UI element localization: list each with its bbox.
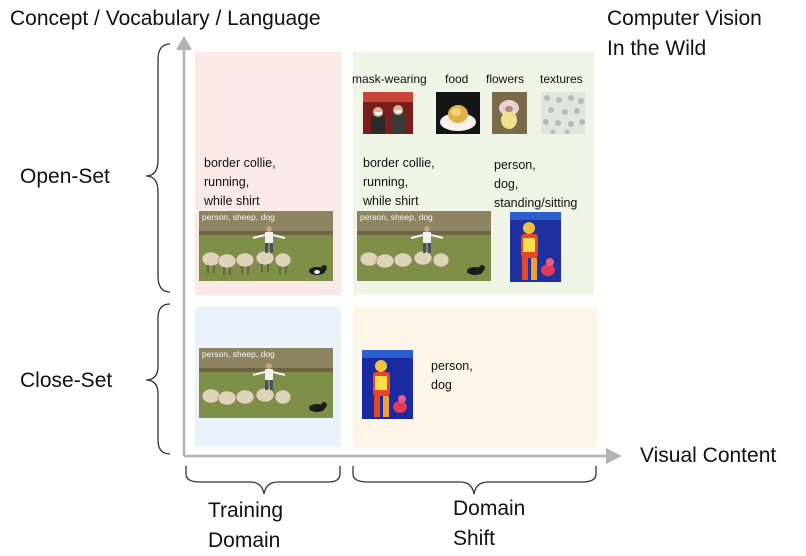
cviw-title: Computer Vision In the Wild [607,7,762,60]
mask-wearing-thumbnail [363,92,413,134]
photo-caption: person, sheep, dog [202,349,275,359]
sheepdog-photo-shift: person, sheep, dog [357,211,491,281]
open-training-caption: border collie, running, while shirt [204,156,276,208]
y-axis-title: Concept / Vocabulary / Language [10,7,321,30]
category-label-food: food [445,72,469,86]
brace-close-set [145,303,171,455]
brace-training-domain [185,466,341,495]
x-axis-title: Visual Content [640,444,777,467]
close-shift-caption: person, dog [431,359,473,392]
food-thumbnail [436,92,480,134]
col-label-training-domain: Training Domain [208,499,284,552]
category-label-flowers: flowers [486,72,525,86]
brace-open-set [145,43,171,293]
photo-caption: person, sheep, dog [202,212,275,222]
flowers-thumbnail [492,92,527,134]
row-label-open-set: Open-Set [20,165,110,188]
category-label-mask-wearing: mask-wearing [352,72,427,86]
thermal-image-close [362,350,413,419]
y-axis-arrow [176,36,192,456]
category-label-textures: textures [540,72,583,86]
photo-caption: person, sheep, dog [360,212,433,222]
col-label-domain-shift: Domain Shift [453,497,526,550]
sheepdog-photo-close: person, sheep, dog [199,348,333,418]
sheepdog-photo-art [199,211,333,281]
thermal-image-open [510,212,561,282]
open-shift-caption-right: person, dog, standing/sitting [494,158,578,210]
x-axis-arrow [184,448,622,464]
open-shift-caption-left: border collie, running, while shirt [363,156,435,208]
sheepdog-photo: person, sheep, dog [199,211,333,281]
brace-domain-shift [352,466,597,495]
row-label-close-set: Close-Set [20,369,113,392]
textures-thumbnail [541,92,585,134]
